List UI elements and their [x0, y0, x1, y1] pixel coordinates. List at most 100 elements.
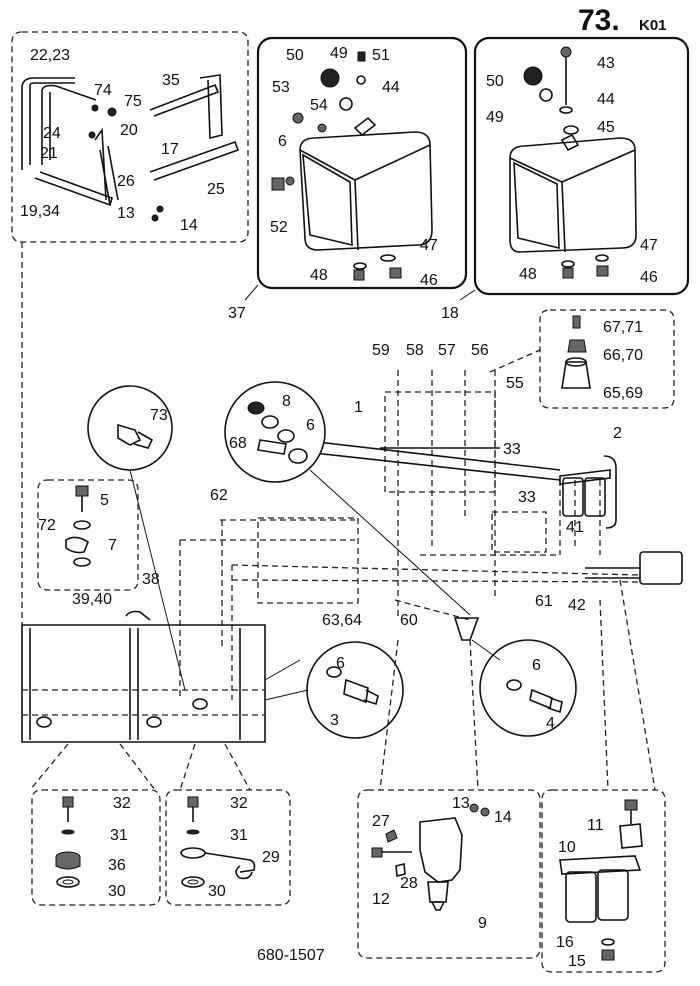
label-37: 37 — [228, 305, 246, 322]
label-53: 53 — [272, 79, 290, 96]
plug-assembly-36-drawing — [55, 796, 81, 888]
detail-box-fuel-filter-9 — [357, 789, 541, 959]
label-14-filter: 14 — [494, 809, 512, 826]
label-39-40: 39,40 — [72, 591, 112, 608]
water-separator-10-drawing — [559, 799, 643, 961]
detail-circle-4 — [479, 639, 577, 737]
label-31-left: 31 — [110, 827, 128, 844]
label-47-tank18: 47 — [640, 237, 658, 254]
label-3: 3 — [330, 712, 339, 729]
label-50-tank37: 50 — [286, 47, 304, 64]
label-6-detail8: 6 — [306, 417, 315, 434]
label-13-bracket: 13 — [117, 205, 135, 222]
label-1: 1 — [354, 399, 363, 416]
leader-73 — [129, 469, 186, 691]
label-45: 45 — [597, 119, 615, 136]
label-11: 11 — [587, 817, 604, 834]
label-5: 5 — [100, 492, 109, 509]
detail-box-5-72 — [37, 479, 139, 591]
label-27: 27 — [372, 813, 390, 830]
label-73: 73 — [150, 407, 168, 424]
label-54: 54 — [310, 97, 328, 114]
label-46-tank37: 46 — [420, 272, 438, 289]
detail-box-32-29 — [165, 789, 291, 906]
label-4: 4 — [546, 715, 555, 732]
label-18: 18 — [441, 305, 459, 322]
leader-box-32-right — [179, 743, 251, 791]
label-6-detail4: 6 — [532, 657, 541, 674]
main-tank-side-view — [21, 610, 266, 743]
label-21: 21 — [40, 145, 58, 162]
pipe-55-leader — [489, 349, 541, 373]
fuel-filter-9-drawing — [371, 803, 490, 911]
label-15: 15 — [568, 953, 586, 970]
label-55: 55 — [506, 375, 524, 392]
label-58: 58 — [406, 342, 424, 359]
t-connector-drawing — [453, 617, 480, 641]
label-10: 10 — [558, 839, 576, 856]
pipe-junction-box-1 — [384, 391, 496, 493]
label-44-tank37: 44 — [382, 79, 400, 96]
label-44-tank18: 44 — [597, 91, 615, 108]
label-43: 43 — [597, 55, 615, 72]
label-52: 52 — [270, 219, 288, 236]
label-16: 16 — [556, 934, 574, 951]
label-2: 2 — [613, 425, 622, 442]
label-25: 25 — [207, 181, 225, 198]
label-72: 72 — [38, 517, 56, 534]
sensor-4-drawing — [506, 679, 563, 714]
leader-3 — [264, 689, 309, 701]
pipe-junction-box-33 — [491, 511, 547, 553]
label-46-tank18: 46 — [640, 269, 658, 286]
label-30-right: 30 — [208, 883, 226, 900]
page-section-code: K01 — [639, 17, 667, 34]
banjo-fitting-drawing — [247, 401, 308, 464]
label-49-tank37: 49 — [330, 45, 348, 62]
label-67-71: 67,71 — [603, 319, 643, 336]
pipe-junction-box-63-64 — [257, 517, 359, 604]
label-30-left: 30 — [108, 883, 126, 900]
detail-box-water-separator-10 — [541, 789, 666, 973]
label-33-upper: 33 — [503, 441, 521, 458]
label-32-left: 32 — [113, 795, 131, 812]
label-33-lower: 33 — [518, 489, 536, 506]
drawing-number: 680-1507 — [257, 947, 325, 964]
label-12: 12 — [372, 891, 390, 908]
bracket-frame-drawing — [21, 74, 240, 222]
leader-37 — [244, 284, 259, 301]
tank-box-37 — [256, 36, 468, 290]
page-number: 73. — [578, 4, 620, 37]
label-66-70: 66,70 — [603, 347, 643, 364]
label-48-tank37: 48 — [310, 267, 328, 284]
fuel-tank-drawing-18 — [509, 46, 637, 279]
label-61: 61 — [535, 593, 553, 610]
bracket-group-box — [11, 31, 249, 243]
label-8: 8 — [282, 393, 291, 410]
label-59: 59 — [372, 342, 390, 359]
tank-box-18 — [473, 36, 690, 296]
label-75: 75 — [124, 93, 142, 110]
label-6-detail3: 6 — [336, 655, 345, 672]
label-19-34: 19,34 — [20, 203, 60, 220]
label-17: 17 — [161, 141, 179, 158]
label-56: 56 — [471, 342, 489, 359]
label-63-64: 63,64 — [322, 612, 362, 629]
label-35: 35 — [162, 72, 180, 89]
label-65-69: 65,69 — [603, 385, 643, 402]
label-24: 24 — [43, 125, 61, 142]
fitting-box-65-71 — [539, 309, 675, 409]
label-36: 36 — [108, 857, 126, 874]
label-42: 42 — [568, 597, 586, 614]
label-38: 38 — [142, 571, 160, 588]
label-28: 28 — [400, 875, 418, 892]
label-20: 20 — [120, 122, 138, 139]
leader-18 — [459, 289, 476, 301]
drain-plug-3-drawing — [326, 666, 379, 706]
label-26: 26 — [117, 173, 135, 190]
label-57: 57 — [438, 342, 456, 359]
label-62: 62 — [210, 487, 228, 504]
label-13-filter: 13 — [452, 795, 470, 812]
label-74: 74 — [94, 82, 112, 99]
label-47-tank37: 47 — [420, 237, 438, 254]
detail-box-32-36 — [31, 789, 161, 906]
